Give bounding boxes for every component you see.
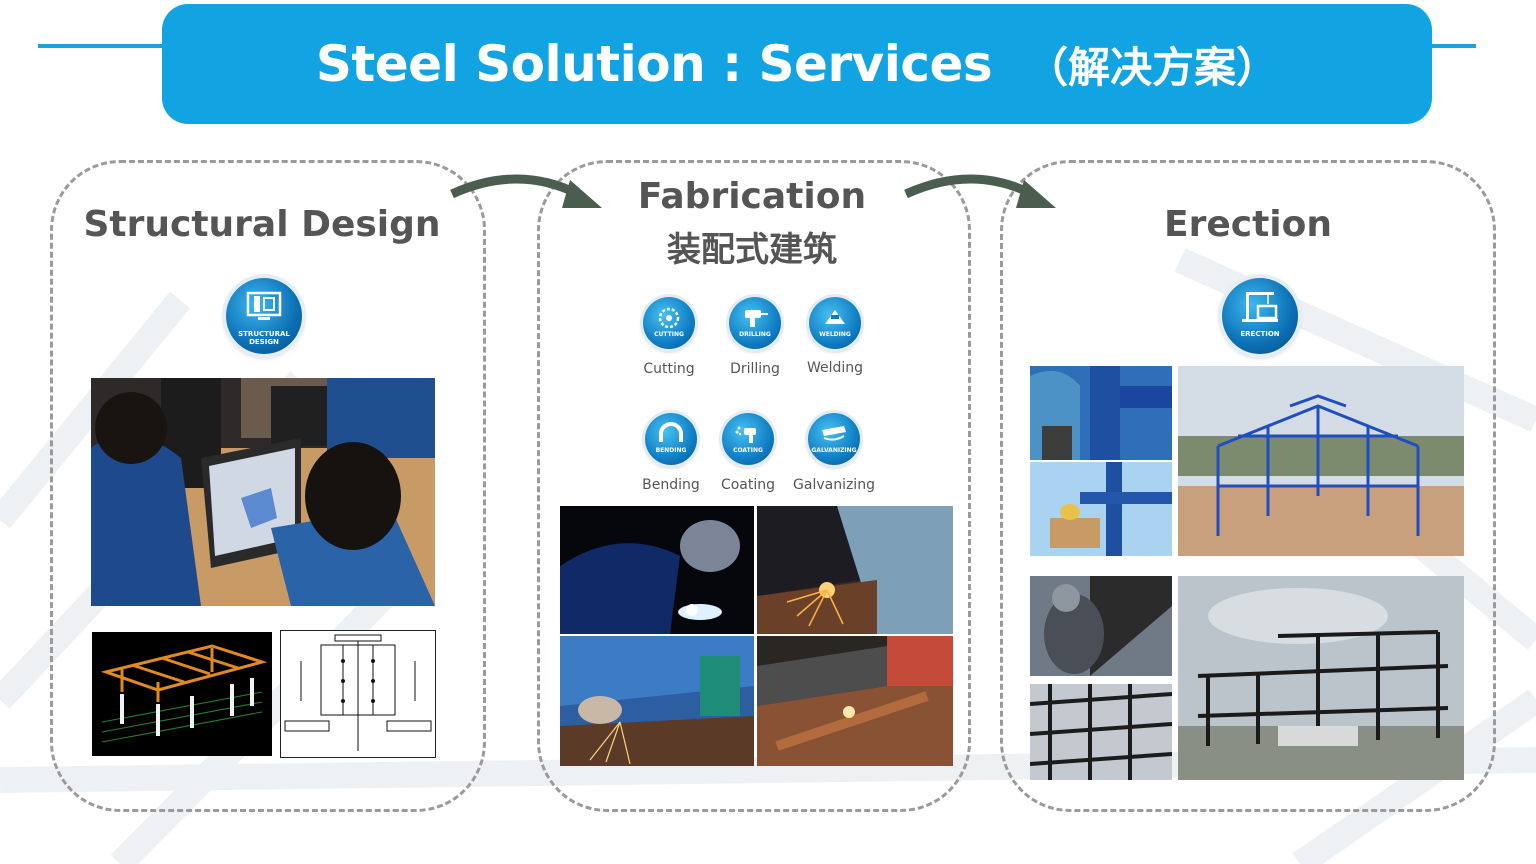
design-team-photo [91, 378, 435, 606]
galvanizing-icon: GALVANIZING [808, 413, 860, 465]
coating-icon: COATING [722, 413, 774, 465]
cutting-icon: CUTTING [643, 297, 695, 349]
grinding-photo [757, 506, 953, 634]
fabrication-title: Fabrication [637, 176, 867, 217]
flow-arrow-2-icon [904, 174, 1056, 208]
erection-steel-frame-photo [1030, 684, 1172, 780]
panel-fabrication [537, 160, 971, 812]
cutting-photo [560, 636, 754, 766]
banner-rule-right [1426, 44, 1476, 48]
panel-structural-design [50, 160, 486, 812]
design-badge-label: STRUCTURAL DESIGN [238, 330, 290, 346]
steel-connection-drawing [280, 630, 436, 758]
erection-badge-label: ERECTION [1240, 330, 1280, 338]
3d-frame-model-image [92, 632, 272, 756]
erection-lift-photo [1030, 462, 1172, 556]
steel-building-frame-photo [1178, 576, 1464, 780]
design-title: Structural Design [83, 204, 441, 245]
drilling-label: Drilling [730, 361, 780, 377]
structural-design-icon: STRUCTURAL DESIGN [226, 278, 302, 354]
flow-arrow-1-icon [450, 174, 602, 208]
banner-rule-left [38, 44, 168, 48]
erection-title: Erection [1163, 204, 1332, 245]
header-banner: Steel Solution : Services （解决方案） [162, 4, 1432, 124]
welding-label: Welding [806, 360, 864, 376]
bending-icon: BENDING [645, 413, 697, 465]
erection-worker-photo [1030, 576, 1172, 676]
blue-frame-site-photo [1178, 366, 1464, 556]
bending-label: Bending [642, 477, 700, 493]
welding-photo [560, 506, 754, 634]
drilling-icon: DRILLING [729, 297, 781, 349]
page-title: Steel Solution : Services [315, 35, 993, 93]
fabrication-title-cn: 装配式建筑 [667, 230, 837, 270]
cutting-label: Cutting [643, 361, 695, 377]
page-subtitle: （解决方案） [1026, 42, 1279, 92]
beam-torch-photo [757, 636, 953, 766]
welding-icon: WELDING [809, 297, 861, 349]
galvanizing-label: Galvanizing [793, 477, 875, 493]
panel-erection [1000, 160, 1496, 812]
erection-icon: ERECTION [1222, 278, 1298, 354]
erection-bolting-photo [1030, 366, 1172, 460]
coating-label: Coating [720, 477, 776, 493]
